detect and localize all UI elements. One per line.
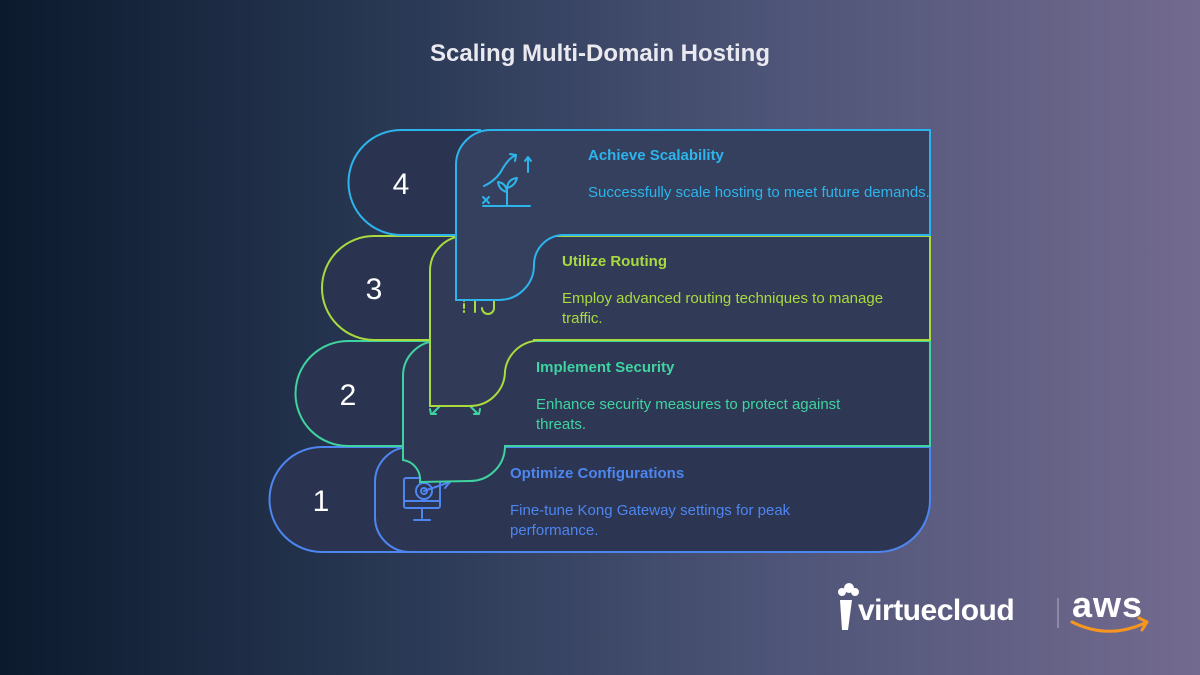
step-3-content-panel xyxy=(429,235,931,407)
aws-logo: aws xyxy=(1072,584,1144,625)
virtuecloud-logo: virtuecloud xyxy=(858,594,1015,627)
step-3-description: Employ advanced routing techniques to ma… xyxy=(562,290,884,327)
growth-plant-icon xyxy=(482,153,532,207)
step-3-number: 3 xyxy=(366,273,383,306)
aws-arrow-head xyxy=(1137,616,1149,632)
page-title: Scaling Multi-Domain Hosting xyxy=(430,40,770,67)
virtuecloud-mark-icon xyxy=(838,583,859,630)
step-2-number-tab xyxy=(294,340,431,447)
step-2-title: Implement Security xyxy=(536,359,675,376)
step-4-content-panel xyxy=(455,129,931,301)
step-4-number: 4 xyxy=(393,168,410,201)
step-2: 2 xyxy=(294,340,931,484)
aws-smile-graphic xyxy=(1070,620,1147,633)
step-1-number-tab xyxy=(268,446,411,553)
step-1-content-panel xyxy=(374,446,931,553)
step-2-description: Enhance security measures to protect aga… xyxy=(536,396,841,433)
step-1-title: Optimize Configurations xyxy=(510,465,685,482)
step-1-description: Fine-tune Kong Gateway settings for peak… xyxy=(510,502,791,539)
step-4-title: Achieve Scalability xyxy=(588,147,724,164)
step-3-number-tab xyxy=(321,235,456,341)
step-4: 4 xyxy=(347,129,931,301)
step-1: 1 xyxy=(268,446,931,553)
step-2-content-panel xyxy=(402,340,931,484)
step-1-number: 1 xyxy=(313,485,330,518)
step-4-number-tab xyxy=(347,129,481,236)
step-3: 3 xyxy=(321,235,931,407)
step-3-title: Utilize Routing xyxy=(562,253,667,270)
step-2-number: 2 xyxy=(340,379,357,412)
step-4-description: Successfully scale hosting to meet futur… xyxy=(588,184,930,201)
